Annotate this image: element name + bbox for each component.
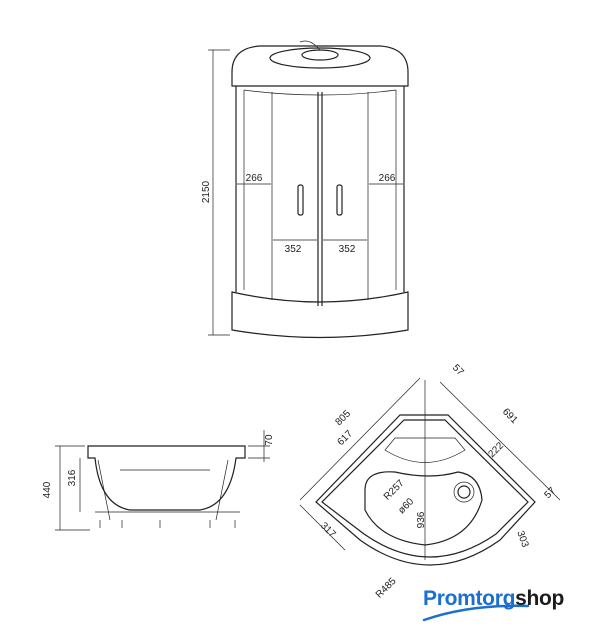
dim-seat-radius: R257: [382, 478, 407, 503]
dim-right-flat: 303: [514, 529, 530, 549]
dim-offset-top: 57: [450, 362, 466, 378]
dim-height: 2150: [201, 180, 212, 203]
dim-total-height: 440: [42, 481, 53, 498]
dim-rim: 70: [264, 434, 275, 446]
dim-left-door: 352: [285, 244, 302, 255]
logo-swoosh: [422, 604, 530, 622]
dim-right-door: 352: [339, 244, 356, 255]
dim-offset-right: 57: [542, 485, 558, 501]
dim-drain-diameter: ø60: [396, 496, 416, 516]
dim-inner-side: 617: [335, 428, 355, 448]
dim-tray-height: 316: [67, 469, 78, 486]
dim-left-flat: 317: [318, 520, 338, 540]
dim-front-radius: R485: [374, 576, 399, 601]
promtorgshop-logo: Promtorgshop: [423, 587, 565, 610]
front-view: 2150 266 266 352 352: [201, 40, 409, 339]
side-view: 440 316 70: [42, 430, 275, 531]
dim-diagonal: 936: [416, 511, 427, 528]
top-view: 805 617 691 57 57 222 R257 ø60 936 317 3…: [299, 362, 561, 601]
dim-left-panel: 266: [246, 173, 263, 184]
dim-right-panel: 266: [379, 173, 396, 184]
dim-right-side: 691: [500, 406, 520, 426]
dim-outer-side: 805: [333, 408, 353, 428]
